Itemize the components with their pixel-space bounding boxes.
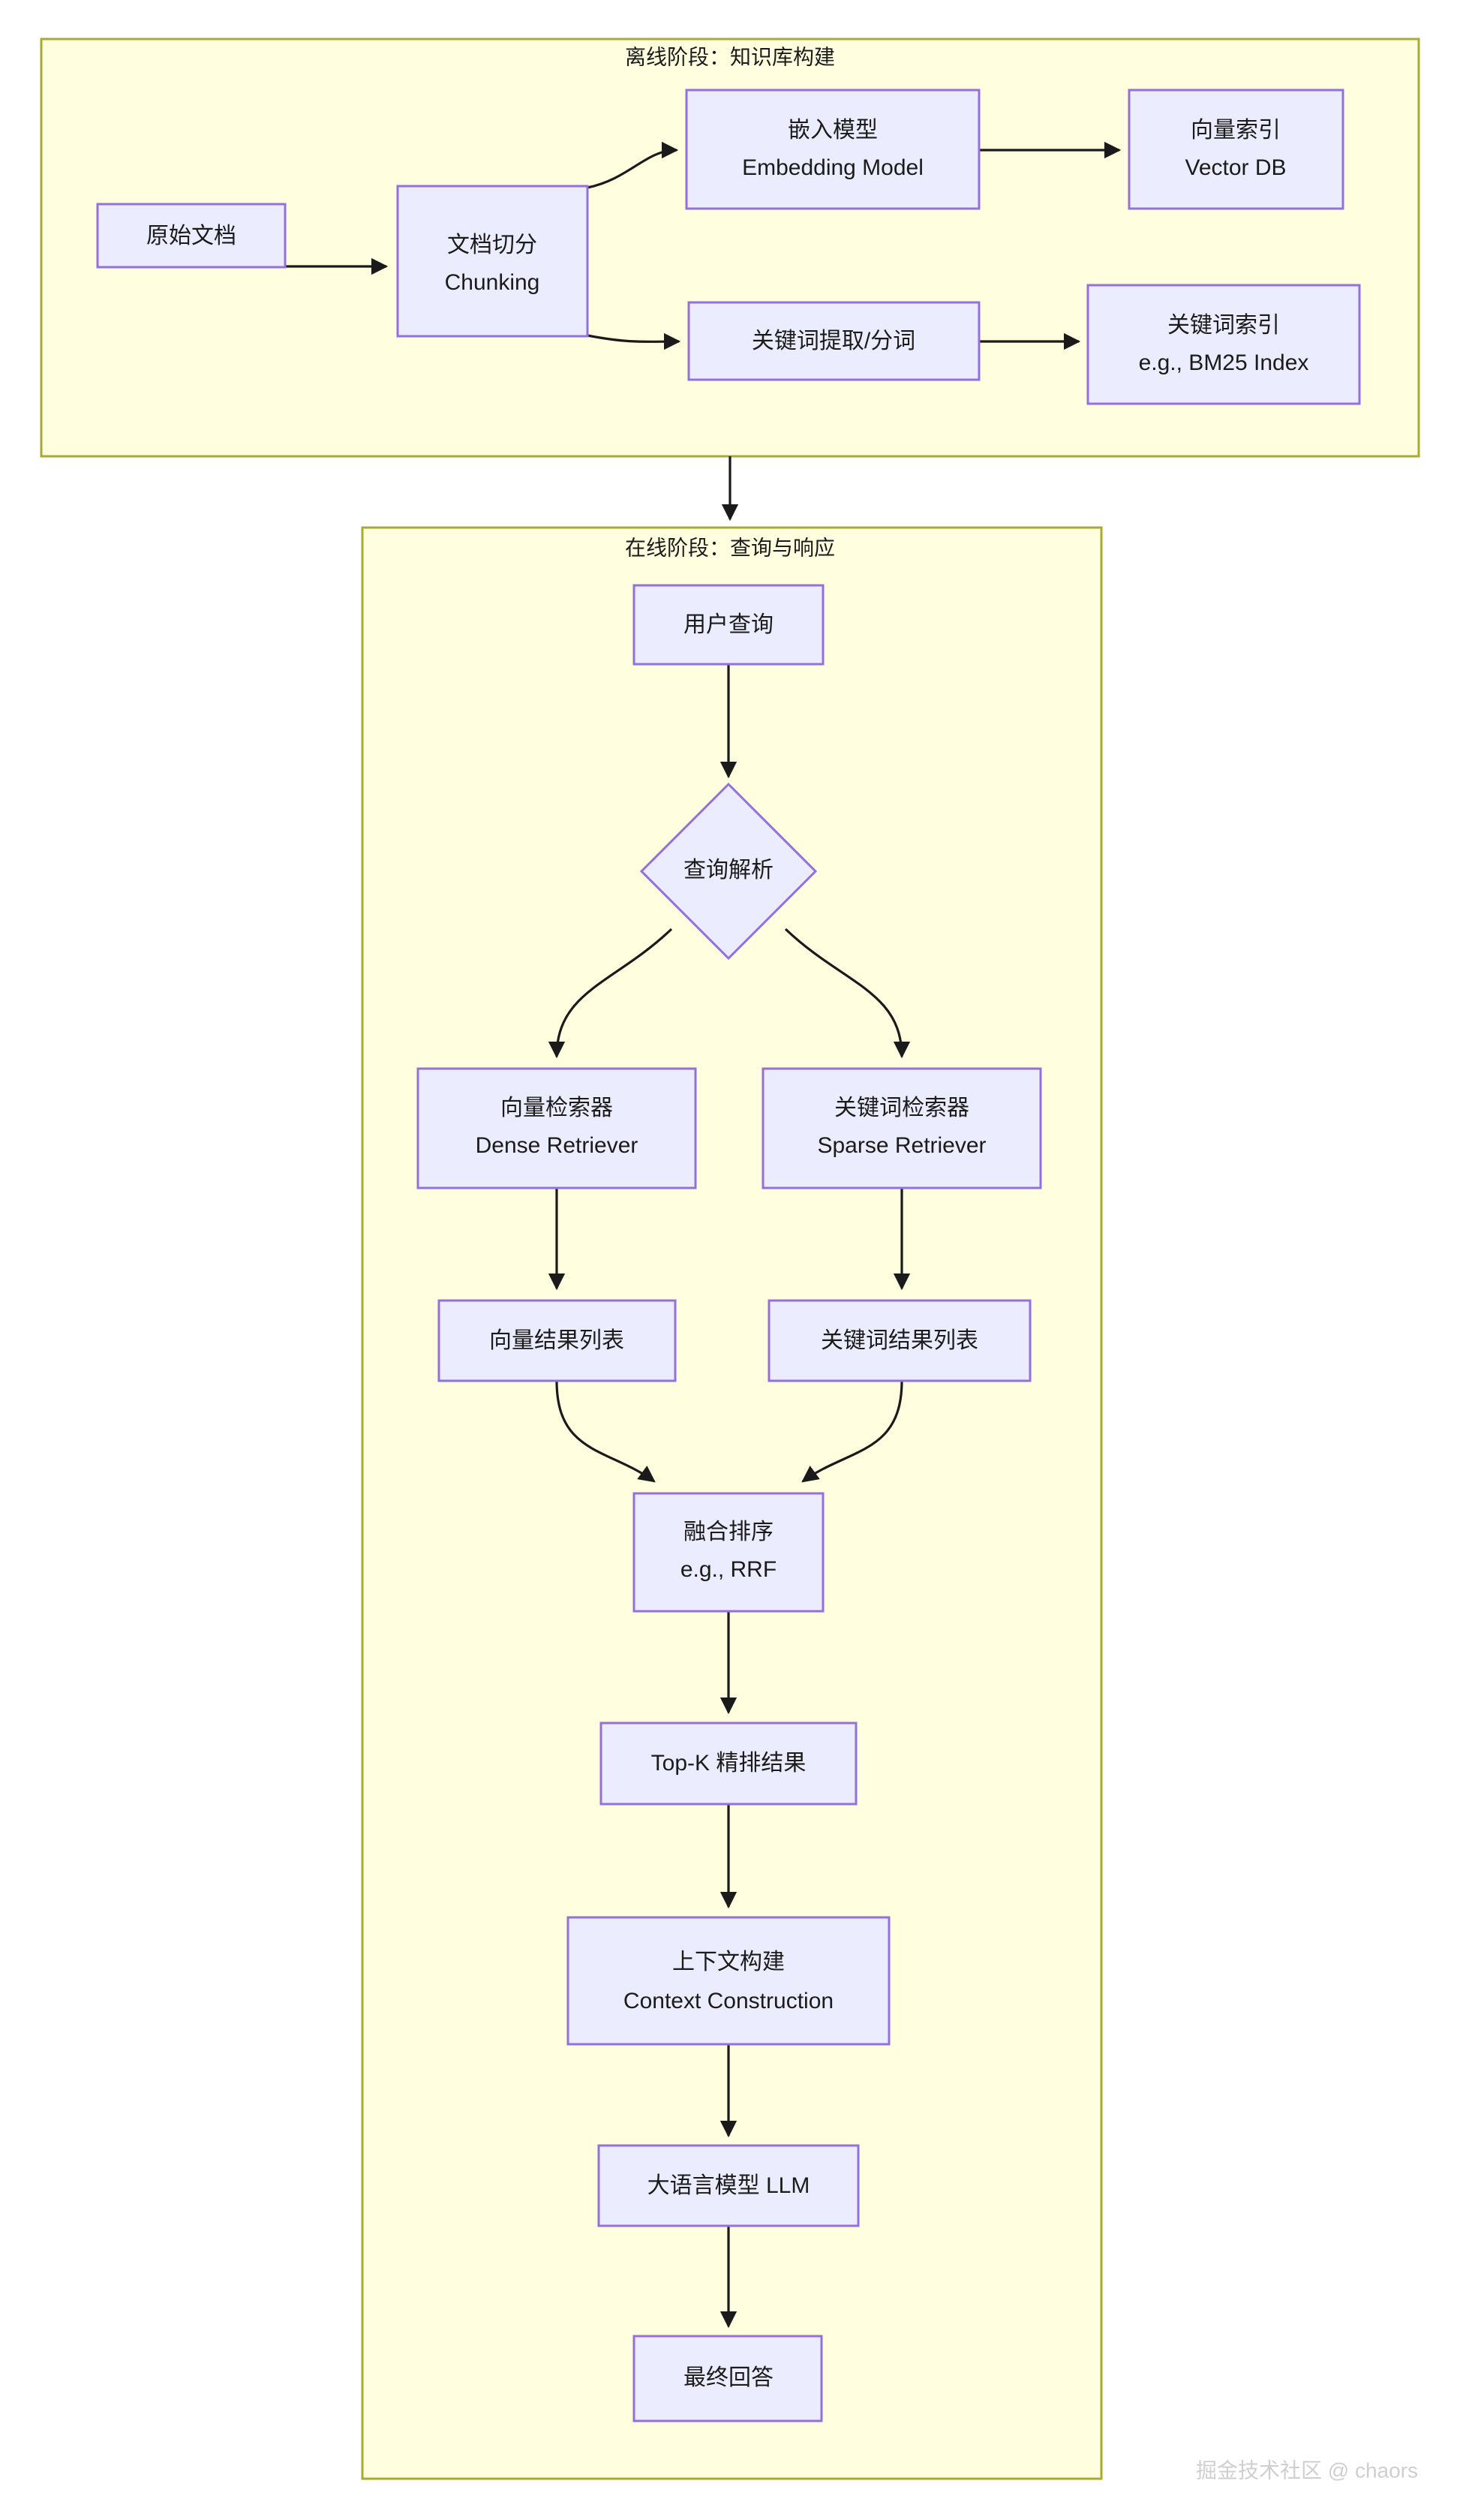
node-vector-db-line1: 向量索引: [1191, 118, 1281, 143]
node-dense-retriever-line2: Dense Retriever: [476, 1133, 638, 1158]
node-topk-results-line1: Top-K 精排结果: [651, 1751, 807, 1776]
node-keyword-index-line1: 关键词索引: [1167, 313, 1280, 338]
node-llm[interactable]: 大语言模型 LLM: [597, 2144, 860, 2227]
node-final-answer[interactable]: 最终回答: [632, 2335, 823, 2422]
node-user-query[interactable]: 用户查询: [632, 584, 825, 666]
node-raw-docs-line1: 原始文档: [146, 224, 236, 248]
node-query-parse-line1: 查询解析: [683, 858, 774, 883]
node-vector-db-line2: Vector DB: [1185, 155, 1286, 180]
node-keyword-index-line2: e.g., BM25 Index: [1139, 350, 1309, 375]
node-keyword-results[interactable]: 关键词结果列表: [768, 1299, 1032, 1382]
node-dense-retriever-line1: 向量检索器: [500, 1096, 613, 1120]
node-fusion-rank-line2: e.g., RRF: [680, 1557, 777, 1582]
panel-offline-title: 离线阶段：知识库构建: [625, 45, 835, 68]
edge-query-parse-to-sparse-retriever: [784, 928, 911, 1059]
node-keyword-extraction[interactable]: 关键词提取/分词: [687, 301, 981, 381]
node-embedding-model-line1: 嵌入模型: [788, 118, 878, 143]
node-query-parse[interactable]: 查询解析: [639, 782, 818, 961]
node-keyword-results-line1: 关键词结果列表: [821, 1328, 978, 1353]
node-raw-docs[interactable]: 原始文档: [96, 203, 287, 269]
node-chunking-line2: Chunking: [445, 270, 540, 295]
edge-vector-results-to-fusion-rank: [555, 1380, 656, 1483]
node-user-query-line1: 用户查询: [683, 612, 774, 637]
edge-chunking-to-keyword-extraction: [587, 332, 681, 350]
node-sparse-retriever-line1: 关键词检索器: [834, 1096, 969, 1120]
node-vector-db[interactable]: 向量索引 Vector DB: [1128, 89, 1344, 210]
node-chunking-line1: 文档切分: [447, 233, 537, 257]
node-topk-results[interactable]: Top-K 精排结果: [599, 1722, 858, 1806]
node-fusion-rank-line1: 融合排序: [683, 1520, 774, 1544]
node-embedding-model-line2: Embedding Model: [742, 155, 924, 180]
panel-online-title: 在线阶段：查询与响应: [625, 536, 835, 559]
node-context-construction[interactable]: 上下文构建 Context Construction: [566, 1916, 891, 2046]
node-sparse-retriever-line2: Sparse Retriever: [817, 1133, 986, 1158]
node-chunking[interactable]: 文档切分 Chunking: [396, 185, 589, 338]
node-final-answer-line1: 最终回答: [683, 2365, 774, 2390]
node-vector-results-line1: 向量结果列表: [489, 1328, 624, 1353]
node-sparse-retriever[interactable]: 关键词检索器 Sparse Retriever: [762, 1067, 1042, 1189]
node-keyword-index[interactable]: 关键词索引 e.g., BM25 Index: [1086, 284, 1361, 405]
node-vector-results[interactable]: 向量结果列表: [437, 1299, 677, 1382]
node-llm-line1: 大语言模型 LLM: [647, 2173, 810, 2198]
node-embedding-model[interactable]: 嵌入模型 Embedding Model: [685, 89, 981, 210]
node-dense-retriever[interactable]: 向量检索器 Dense Retriever: [416, 1067, 697, 1189]
node-context-construction-line1: 上下文构建: [672, 1950, 785, 1974]
edge-query-parse-to-dense-retriever: [548, 928, 673, 1059]
edge-keyword-results-to-fusion-rank: [801, 1380, 903, 1483]
node-keyword-extraction-line1: 关键词提取/分词: [752, 329, 915, 353]
edge-chunking-to-embedding-model: [587, 141, 679, 189]
node-context-construction-line2: Context Construction: [623, 1989, 834, 2013]
node-fusion-rank[interactable]: 融合排序 e.g., RRF: [632, 1492, 825, 1613]
watermark: 掘金技术社区 @ chaors: [1196, 2458, 1418, 2482]
